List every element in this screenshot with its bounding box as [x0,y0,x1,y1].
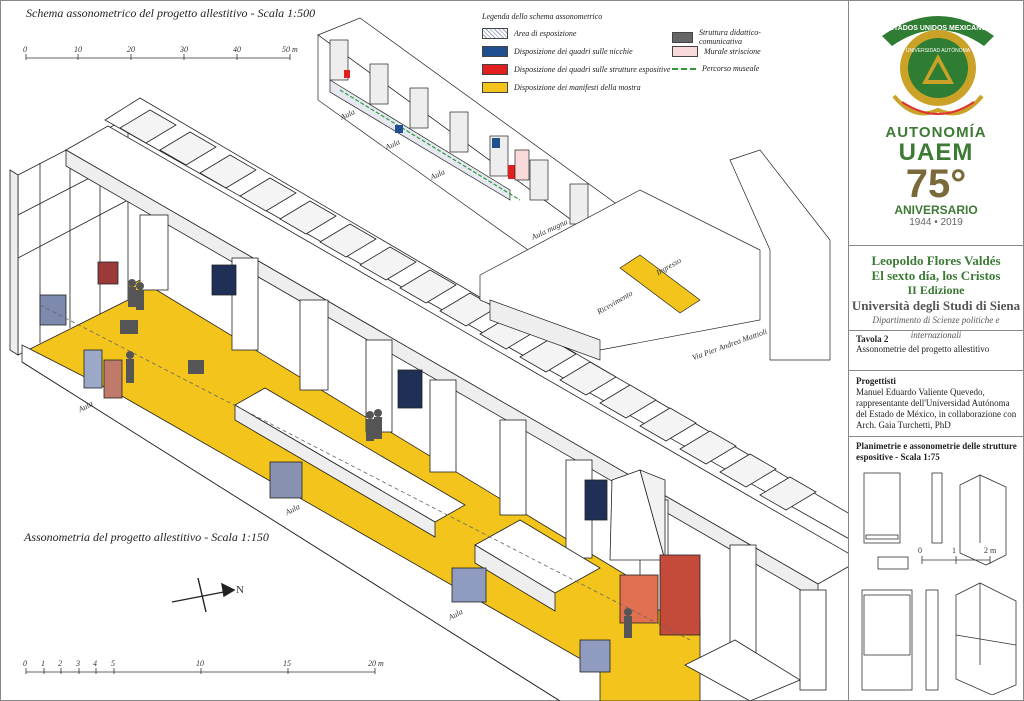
scale-bottom-label: 0 [23,659,27,668]
scale-side-label: 1 [952,546,956,555]
project-department: Dipartimento di Scienze politiche e inte… [872,315,1000,340]
scale-bottom-label: 5 [111,659,115,668]
legend-swatch [482,64,508,75]
legend-label: Area di esposizione [514,29,577,38]
uaem-emblem-icon: ESTADOS UNIDOS MEXICANOS UNIVERSIDAD AUT… [882,16,994,116]
scale-bottom-label: 3 [76,659,80,668]
legend-swatch [672,31,693,43]
legend-item: Struttura didattico-comunicativa [672,28,782,46]
title-schema: Schema assonometrico del progetto allest… [26,6,316,20]
scale-top-label: 40 [233,45,241,54]
anniversary-line4: ANIVERSARIO [894,203,978,217]
progettisti-title: Progettisti [856,376,896,386]
scale-bar-top [25,54,291,60]
emblem-inner-text: UNIVERSIDAD AUTÓNOMA [906,47,971,54]
scale-side-label: 0 [918,546,922,555]
legend-label: Struttura didattico-comunicativa [698,28,761,46]
scale-top-label: 20 [127,45,135,54]
scale-bottom-label: 2 [58,659,62,668]
divider [849,330,1024,331]
exhibition-structures-drawing [861,472,1017,695]
scale-top-label: 10 [74,45,82,54]
scale-bottom-label: 20 m [368,659,384,668]
project-edition: II Edizione [907,283,965,297]
anniversary-line3: 75° [905,162,967,206]
scale-top-label: 30 [180,45,188,54]
north-label: N [236,584,244,596]
legend-swatch [482,46,508,57]
progettisti-block: Progettisti Manuel Eduardo Valiente Quev… [856,376,1020,431]
progettisti-text: Manuel Eduardo Valiente Quevedo, rappres… [856,387,1017,430]
legend-swatch [482,28,508,39]
scale-bottom-label: 15 [283,659,291,668]
scale-bar-bottom [25,668,376,674]
scale-top-label: 50 m [282,45,298,54]
divider [849,245,1024,246]
legend: Legenda dello schema assonometrico Area … [482,8,782,103]
project-title: Leopoldo Flores Valdés El sexto día, los… [848,253,1024,343]
legend-swatch [482,82,508,93]
project-exhibition: El sexto día, los Cristos [871,268,1001,283]
scale-side-label: 2 m [984,546,997,555]
project-university: Università degli Studi di Siena [851,298,1021,313]
anniversary-line1: AUTONOMÍA [885,124,987,141]
project-author: Leopoldo Flores Valdés [871,253,1001,268]
anniversary-logo: AUTONOMÍA UAEM 75° ANIVERSARIO 1944 • 20… [848,124,1024,228]
legend-label: Percorso museale [702,64,760,73]
legend-label: Disposizione dei quadri sulle strutture … [514,65,671,74]
legend-label: Murale striscione [704,47,761,56]
scale-bottom-label: 4 [93,659,97,668]
title-axonometry: Assonometria del progetto allestitivo - … [24,530,269,544]
emblem-ring-text: ESTADOS UNIDOS MEXICANOS [885,25,992,32]
planimetrie-title: Planimetrie e assonometrie delle struttu… [856,441,1017,462]
axonometric-drawing [9,17,848,701]
scale-top-label: 0 [23,45,27,54]
divider [849,370,1024,371]
legend-title: Legenda dello schema assonometrico [482,12,603,21]
legend-swatch [672,67,696,70]
title-block [848,0,1024,701]
anniversary-years: 1944 • 2019 [909,217,963,228]
tavola-title: Tavola 2 [856,334,889,344]
legend-label: Disposizione dei manifesti della mostra [514,83,641,92]
tavola-subtitle: Assonometrie del progetto allestitivo [856,344,990,354]
legend-item: Percorso museale [672,64,759,73]
legend-item: Disposizione dei manifesti della mostra [482,82,641,93]
scale-bottom-label: 1 [41,659,45,668]
legend-item: Area di esposizione [482,28,576,39]
north-arrow [171,577,236,613]
legend-item: Disposizione dei quadri sulle nicchie [482,46,633,57]
legend-swatch [672,46,698,57]
divider [849,436,1024,437]
legend-item: Disposizione dei quadri sulle strutture … [482,64,670,75]
scale-bottom-label: 10 [196,659,204,668]
legend-item: Murale striscione [672,46,761,57]
legend-label: Disposizione dei quadri sulle nicchie [514,47,633,56]
tavola-block: Tavola 2 Assonometrie del progetto alles… [856,334,989,354]
anniversary-line2: UAEM [898,139,974,166]
small-axonometry [317,17,831,361]
large-axonometry [9,97,848,701]
